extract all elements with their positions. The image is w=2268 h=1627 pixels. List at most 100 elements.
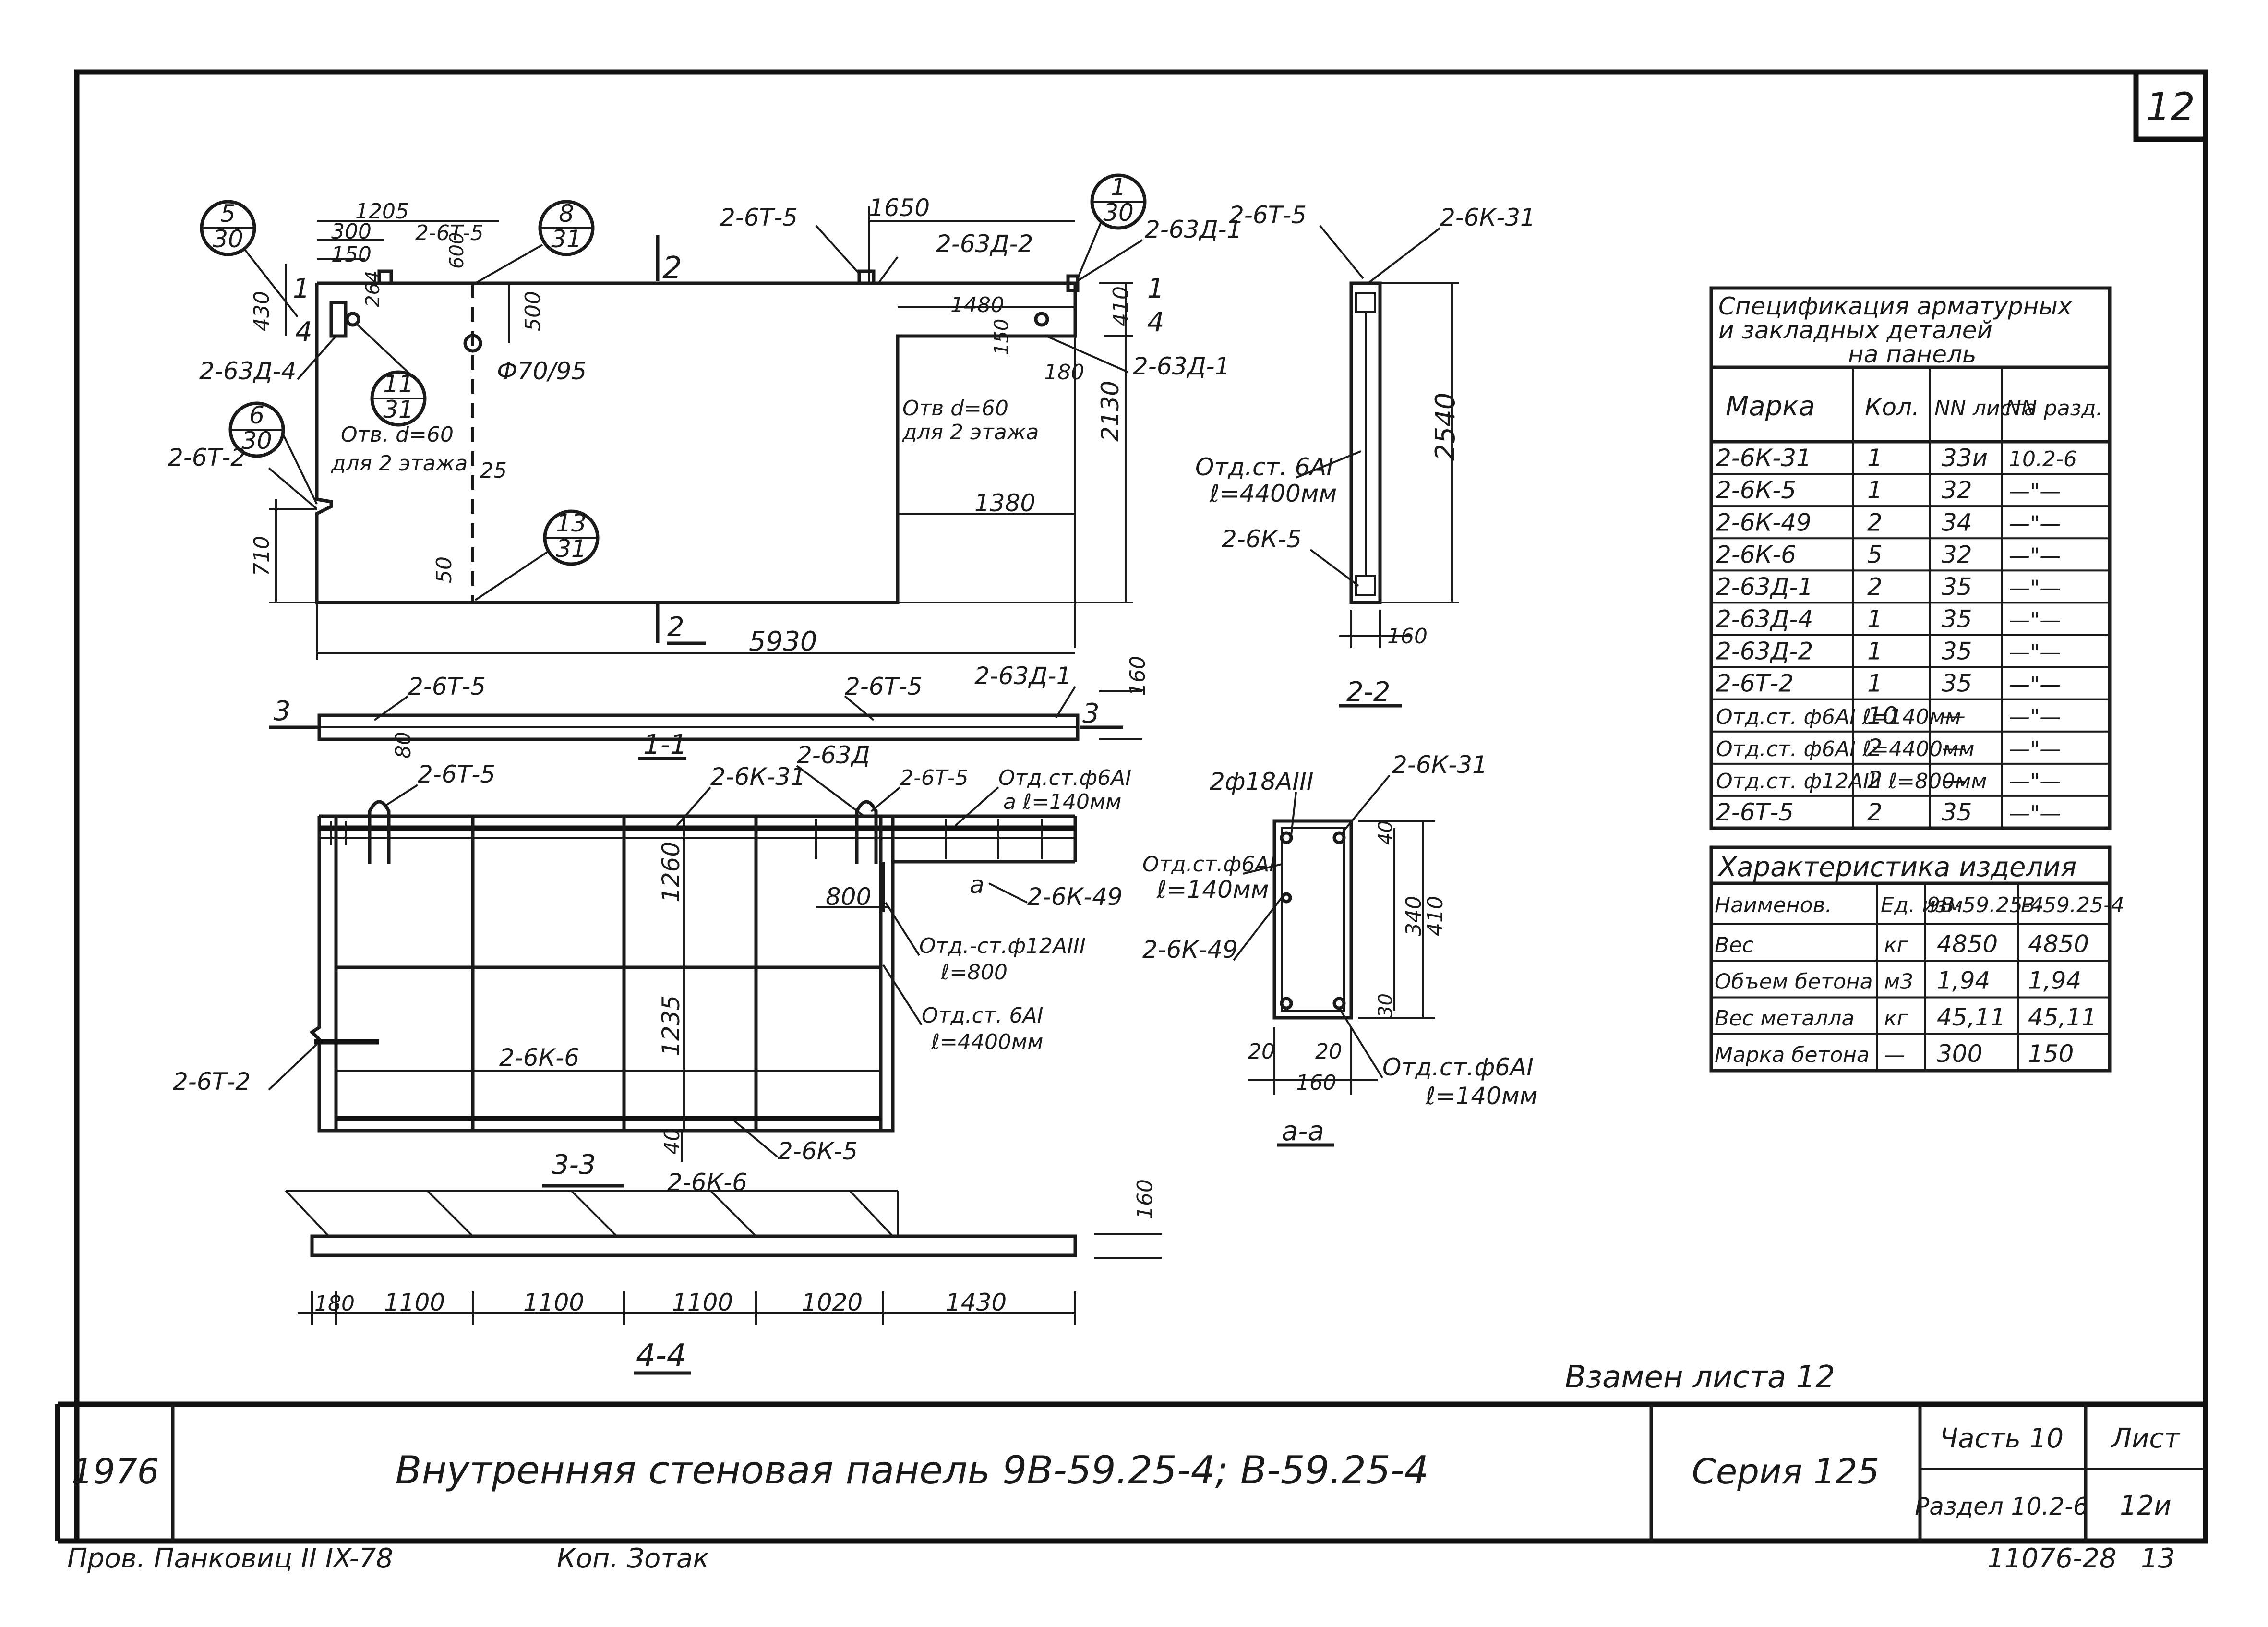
dim-410: 410 [1109, 286, 1133, 326]
section-a-a-label: a-a [1282, 1116, 1324, 1147]
mark-2-63D-1-top: 2-63Д-1 [1145, 216, 1242, 243]
dim-1100-c: 1100 [672, 1289, 733, 1316]
otd-6AI-aa-bottom: Отд.ст.ф6АI [1382, 1053, 1534, 1081]
dim-150b: 150 [991, 319, 1013, 355]
spec-cell-mark: 2-6К-6 [1716, 541, 1796, 568]
dim-430: 430 [250, 291, 274, 331]
year-label: 1976 [71, 1451, 159, 1492]
panel-elevation [269, 206, 1133, 660]
dim-160-s11: 160 [1126, 656, 1150, 696]
spec-cell-qty: 1 [1867, 605, 1883, 633]
svg-text:6: 6 [249, 401, 264, 429]
cut-4-left: 4 [295, 316, 312, 348]
char-cell-unit: м3 [1884, 970, 1913, 994]
spec-cell-mark: 2-63Д-4 [1716, 605, 1813, 633]
spec-cell-qty: 2 [1867, 573, 1883, 601]
char-header-name: Наименов. [1715, 893, 1832, 917]
char-cell-col2: 1,94 [2028, 967, 2081, 995]
spec-title-3: на панель [1848, 340, 1976, 368]
otd-6AI-label: Отд.ст. 6АI [1195, 453, 1333, 481]
spec-cell-qty: 2 [1867, 766, 1883, 794]
page-number: 13 [2141, 1543, 2175, 1574]
section-2-2 [1339, 281, 1459, 708]
bubble-5-30: 5 30 [200, 200, 299, 318]
otd-800-label: ℓ=800 [940, 960, 1008, 985]
spec-cell-mark: 2-6Т-5 [1716, 798, 1794, 826]
spec-cell-mark: 2-6К-31 [1716, 444, 1812, 472]
bubble-13-31: 13 31 [474, 509, 600, 601]
spec-cell-sheet: 35 [1942, 638, 1972, 665]
dim-410b: 410 [1423, 896, 1448, 936]
char-cell-col2: 4850 [2028, 930, 2089, 958]
spec-table [1709, 286, 2112, 830]
dim-1380: 1380 [974, 489, 1035, 517]
cut-a-label: a [970, 871, 984, 899]
dim-1100-b: 1100 [523, 1289, 584, 1316]
svg-text:5: 5 [220, 200, 236, 228]
char-cell-name: Вес металла [1715, 1006, 1855, 1031]
mark-2-63D-s33: 2-63Д [797, 741, 870, 769]
hole-note-1: Отв. d=60 [341, 422, 454, 447]
spec-cell-section: —"— [2009, 801, 2061, 826]
section-3-3-label: 3-3 [552, 1149, 596, 1181]
svg-text:31: 31 [556, 535, 587, 563]
mark-2-63D-1-s11: 2-63Д-1 [974, 662, 1071, 690]
dim-2130: 2130 [1096, 381, 1124, 442]
cut-4-right: 4 [1147, 307, 1164, 338]
section-3-3 [309, 800, 1077, 1188]
spec-cell-sheet: — [1942, 766, 1966, 794]
spec-cell-qty: 1 [1867, 638, 1883, 665]
char-cell-col2: 150 [2028, 1040, 2074, 1068]
spec-cell-section: —"— [2009, 737, 2061, 761]
otd-140-aa: ℓ=140мм [1156, 876, 1269, 904]
spec-cell-section: —"— [2009, 640, 2061, 665]
spec-cell-sheet: 33и [1942, 444, 1988, 472]
spec-cell-sheet: — [1942, 734, 1966, 762]
bubble-11-31: 11 31 [354, 322, 427, 427]
otd-4400-s33: ℓ=4400мм [931, 1030, 1043, 1054]
drawing-title: Внутренняя стеновая панель 9В-59.25-4; В… [395, 1448, 1428, 1493]
spec-cell-qty: 5 [1867, 541, 1883, 568]
spec-cell-section: —"— [2009, 479, 2061, 504]
spec-cell-sheet: 35 [1942, 798, 1972, 826]
svg-text:11: 11 [383, 370, 414, 398]
otd-6AI-4400-s33: Отд.ст. 6АI [922, 1003, 1044, 1028]
dim-264: 264 [362, 271, 384, 307]
otd-140-aa-bottom: ℓ=140мм [1425, 1082, 1537, 1110]
spec-cell-mark: Отд.ст. ф6АI ℓ=140мм [1716, 705, 1961, 729]
mark-2-6K-49-aa: 2-6К-49 [1142, 936, 1238, 964]
spec-cell-qty: 10 [1867, 702, 1898, 730]
dim-25: 25 [480, 458, 507, 483]
spec-cell-sheet: 34 [1942, 508, 1972, 536]
hole-note-2: Отв d=60 [902, 396, 1008, 421]
svg-text:30: 30 [241, 427, 272, 455]
replaces-note: Взамен листа 12 [1565, 1360, 1835, 1395]
spec-cell-sheet: 35 [1942, 670, 1972, 698]
svg-text:13: 13 [556, 509, 587, 537]
spec-cell-section: —"— [2009, 608, 2061, 633]
char-table [1709, 845, 2112, 1073]
bubble-1-30: 1 30 [1077, 173, 1147, 279]
spec-cell-section: —"— [2009, 673, 2061, 697]
spec-cell-mark: 2-6Т-2 [1716, 670, 1794, 698]
spec-cell-qty: 2 [1867, 798, 1883, 826]
spec-cell-sheet: 35 [1942, 573, 1972, 601]
spec-cell-sheet: 32 [1942, 476, 1972, 504]
svg-text:31: 31 [383, 396, 414, 423]
spec-header-mark: Марка [1726, 391, 1815, 422]
section-1-1-label: 1-1 [643, 729, 687, 760]
bars-2f18: 2ф18АIII [1210, 768, 1314, 795]
char-header-col2: В-59.25-4 [2021, 893, 2124, 917]
char-cell-col2: 45,11 [2028, 1003, 2097, 1031]
sheet-number: 12и [2120, 1490, 2172, 1521]
spec-cell-mark: 2-6К-5 [1716, 476, 1796, 504]
corner-number: 12 [2146, 84, 2195, 129]
spec-header-qty: Кол. [1865, 393, 1920, 421]
corner-box [2133, 69, 2208, 142]
char-header-col1: 9В-59.25-4 [1927, 893, 2044, 917]
dim-150: 150 [331, 242, 372, 267]
dim-710: 710 [250, 536, 274, 576]
spec-cell-section: —"— [2009, 769, 2061, 794]
spec-cell-mark: 2-63Д-2 [1716, 638, 1813, 665]
